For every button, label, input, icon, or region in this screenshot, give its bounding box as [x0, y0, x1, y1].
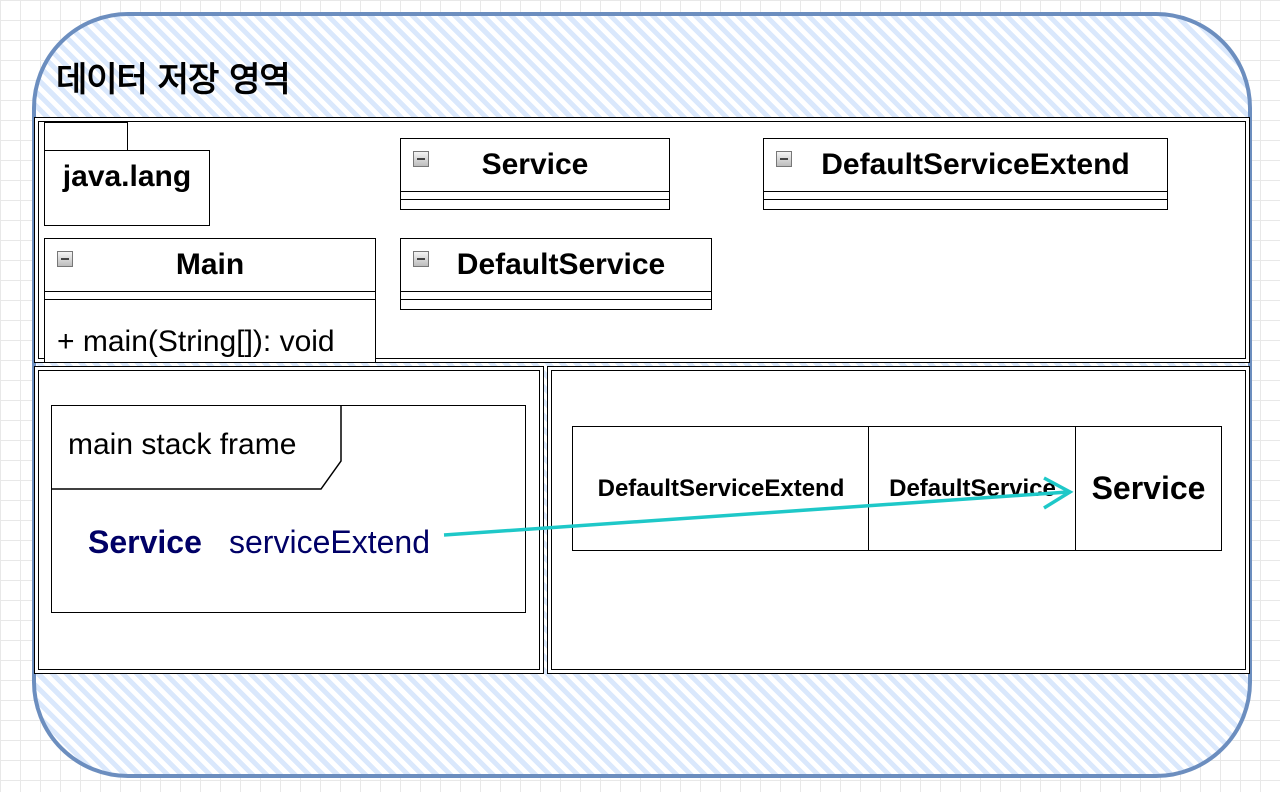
package-label: java.lang	[62, 160, 192, 193]
package-java-lang[interactable]	[44, 150, 210, 226]
class-name: DefaultService	[401, 239, 711, 292]
class-name: DefaultServiceExtend	[764, 139, 1167, 192]
heap-object-part-service[interactable]: Service	[1075, 426, 1222, 551]
collapse-toggle-icon[interactable]	[413, 151, 429, 167]
package-tab	[44, 122, 128, 152]
method-main: + main(String[]): void	[57, 325, 335, 358]
heap-object-part-default-service[interactable]: DefaultService	[868, 426, 1077, 551]
class-default-service-extend[interactable]: DefaultServiceExtend	[763, 138, 1168, 210]
class-default-service[interactable]: DefaultService	[400, 238, 712, 310]
class-main[interactable]: Main + main(String[]): void	[44, 238, 376, 362]
collapse-toggle-icon[interactable]	[776, 151, 792, 167]
class-service[interactable]: Service	[400, 138, 670, 210]
variable-type: Service	[88, 524, 202, 560]
class-name: Service	[401, 139, 669, 192]
collapse-toggle-icon[interactable]	[413, 251, 429, 267]
frame-label-tab	[51, 405, 342, 490]
class-name: Main	[45, 239, 375, 292]
heap-object-part-default-service-extend[interactable]: DefaultServiceExtend	[572, 426, 870, 551]
class-divider	[401, 199, 669, 200]
area-title: 데이터 저장 영역	[56, 60, 291, 100]
class-divider	[401, 299, 711, 300]
collapse-toggle-icon[interactable]	[57, 251, 73, 267]
class-divider	[45, 299, 375, 300]
variable-name: serviceExtend	[229, 524, 430, 560]
class-divider	[764, 199, 1167, 200]
frame-label: main stack frame	[68, 428, 297, 461]
